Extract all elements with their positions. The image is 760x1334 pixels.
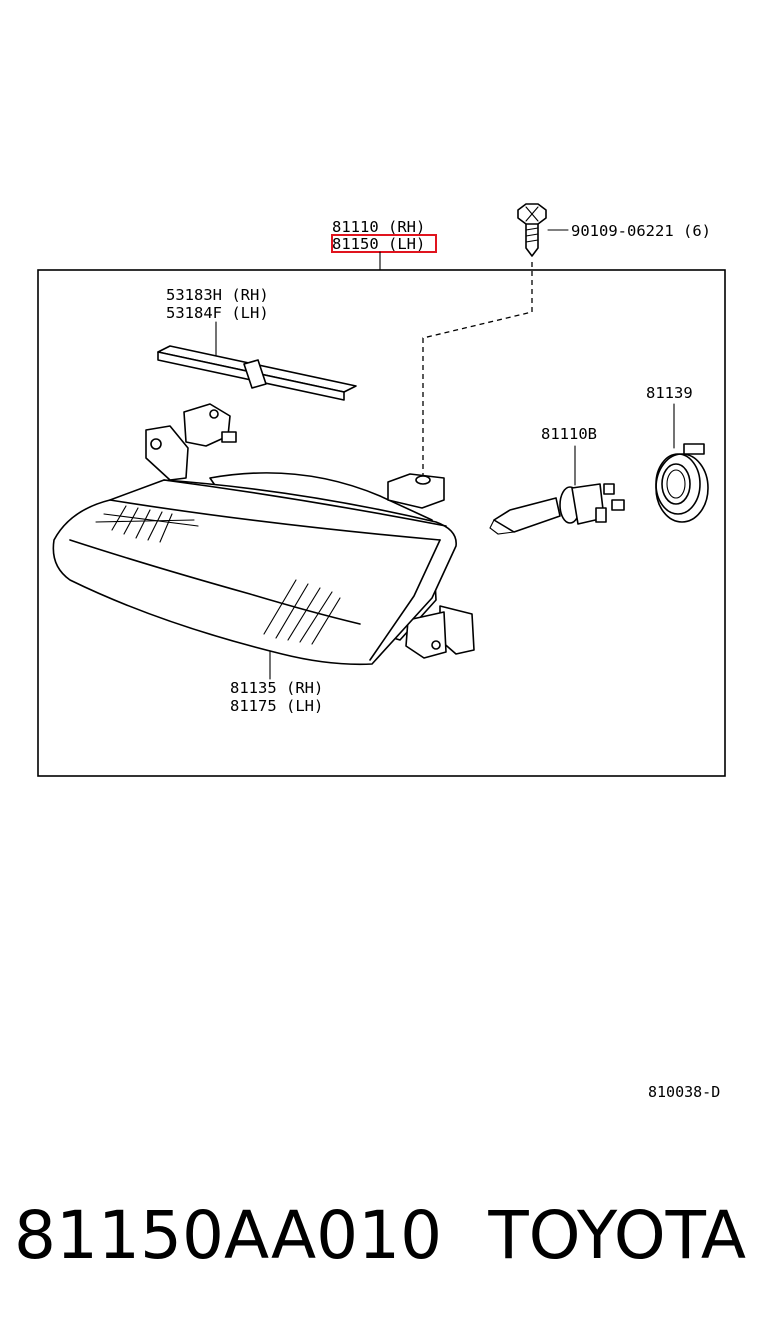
retainer-rh-label[interactable]: 53183H (RH): [166, 286, 269, 304]
part-number: 81150AA010: [14, 1196, 443, 1274]
screw-path-dashed: [422, 262, 533, 482]
footer: 81150AA010 TOYOTA: [14, 1190, 746, 1280]
headlamp-assembly-icon[interactable]: [52, 403, 475, 666]
lens-lh-label[interactable]: 81175 (LH): [230, 697, 323, 715]
screw-icon[interactable]: [517, 203, 547, 257]
parts-diagram: 81110 (RH) 81150 (LH) 90109-06221 (6) 53…: [37, 203, 726, 1101]
bulb-icon[interactable]: [489, 483, 625, 535]
selected-part-highlight: [331, 234, 437, 253]
bulb-label[interactable]: 81110B: [541, 425, 597, 443]
socket-label[interactable]: 81139: [646, 384, 693, 402]
screw-label[interactable]: 90109-06221 (6): [571, 222, 711, 240]
headlamp-lh-label[interactable]: 81150 (LH): [332, 235, 425, 253]
lens-rh-label[interactable]: 81135 (RH): [230, 679, 323, 697]
brand-name: TOYOTA: [488, 1196, 746, 1274]
assembly-frame: [37, 269, 726, 777]
diagram-code: 810038-D: [648, 1083, 720, 1101]
headlamp-rh-label[interactable]: 81110 (RH): [332, 218, 425, 236]
socket-icon[interactable]: [655, 443, 709, 523]
retainer-icon[interactable]: [157, 345, 357, 401]
retainer-lh-label[interactable]: 53184F (LH): [166, 304, 269, 322]
